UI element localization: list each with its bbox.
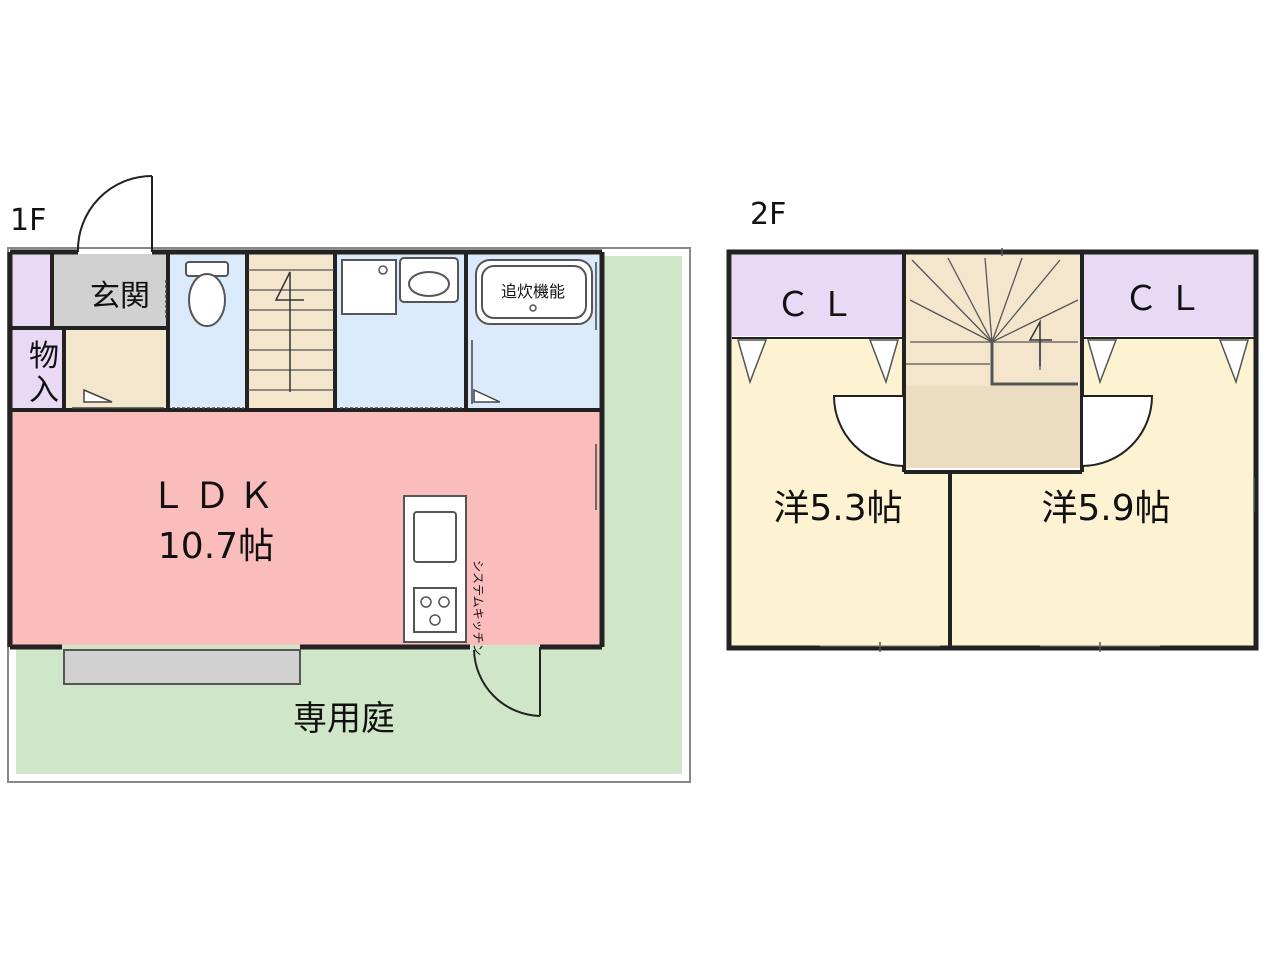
- closet-left-label: ＣＬ: [776, 285, 864, 325]
- entrance-room: [52, 254, 167, 326]
- storage-top: [12, 254, 52, 326]
- hall-2f: [906, 386, 1080, 468]
- entrance-label: 玄関: [90, 279, 150, 314]
- bath-drain-icon: [529, 304, 537, 312]
- ldk-window: [63, 649, 301, 685]
- stairs-1f: [248, 254, 334, 409]
- storage-room: [12, 330, 62, 409]
- burner-icon: [429, 614, 441, 626]
- kitchen-label: システムキッチン: [471, 560, 485, 656]
- ldk-size-label: 10.7帖: [158, 526, 274, 567]
- burner-icon: [438, 596, 450, 608]
- closet-right: [1082, 254, 1254, 336]
- bedroom-right: [952, 338, 1254, 646]
- garden-label: 専用庭: [293, 699, 395, 739]
- drain-icon: [378, 265, 388, 275]
- burner-icon: [420, 596, 432, 608]
- storage-label-bottom: 入: [29, 373, 59, 408]
- floor-2-label: 2F: [750, 197, 786, 232]
- washbasin-bowl: [408, 271, 450, 297]
- hall-area: [66, 330, 167, 409]
- washing-machine-pan: [341, 259, 397, 315]
- kitchen-sink: [413, 511, 457, 563]
- closet-left: [732, 254, 904, 336]
- ldk-label: ＬＤＫ: [150, 476, 282, 517]
- bedroom-left-label: 洋5.3帖: [773, 488, 902, 529]
- ldk-room: [12, 411, 602, 645]
- floor-1: 1F 玄関 物 入 ＬＤＫ 10.7帖 追炊機能 システムキッチン 専用庭: [7, 175, 691, 783]
- floor-2: 2F ＣＬ ＣＬ 洋5.3帖 洋5.9帖: [726, 197, 1259, 652]
- bedroom-right-label: 洋5.9帖: [1041, 488, 1170, 529]
- storage-label-top: 物: [29, 339, 59, 374]
- closet-right-label: ＣＬ: [1124, 279, 1212, 319]
- kitchen-stove: [413, 587, 457, 633]
- bath-feature-label: 追炊機能: [501, 282, 565, 301]
- toilet-bowl: [188, 273, 226, 327]
- floor-1-label: 1F: [10, 203, 46, 238]
